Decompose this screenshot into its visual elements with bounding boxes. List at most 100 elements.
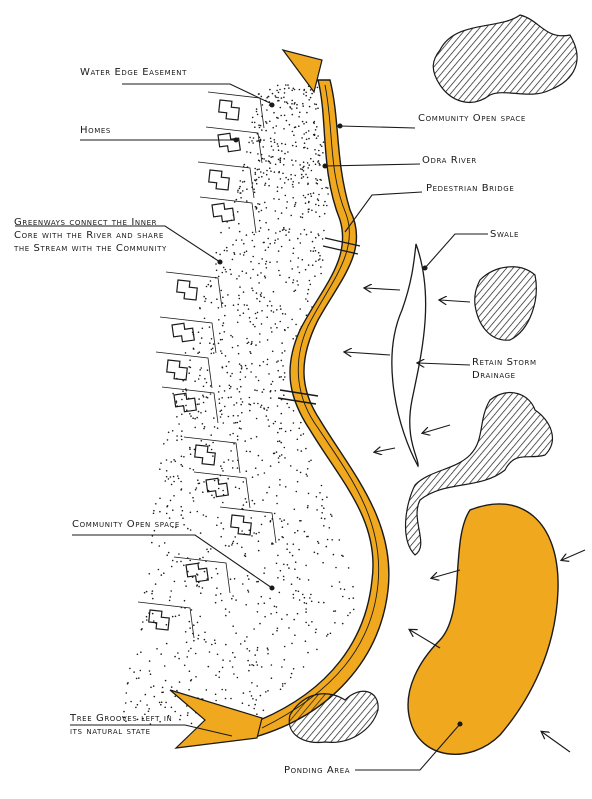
stipple-dot xyxy=(292,186,294,188)
stipple-dot xyxy=(239,188,241,190)
stipple-dot xyxy=(186,656,188,658)
stipple-dot xyxy=(304,597,306,599)
stipple-dot xyxy=(302,213,304,215)
stipple-dot xyxy=(228,545,230,547)
stipple-dot xyxy=(230,273,232,275)
stipple-dot xyxy=(320,266,322,268)
stipple-dot xyxy=(206,382,208,384)
stipple-dot xyxy=(256,108,258,110)
stipple-dot xyxy=(292,282,294,284)
stipple-dot xyxy=(256,292,258,294)
stipple-dot xyxy=(237,422,239,424)
stipple-dot xyxy=(314,103,316,105)
stipple-dot xyxy=(314,552,316,554)
stipple-dot xyxy=(254,704,256,706)
stipple-dot xyxy=(292,181,294,183)
stipple-dot xyxy=(270,138,272,140)
stipple-dot xyxy=(257,649,259,651)
stipple-dot xyxy=(249,451,251,453)
stipple-dot xyxy=(321,505,323,507)
stipple-dot xyxy=(204,301,206,303)
stipple-dot xyxy=(221,397,223,399)
stipple-dot xyxy=(171,484,173,486)
stipple-dot xyxy=(223,422,225,424)
stipple-dot xyxy=(295,590,297,592)
stipple-dot xyxy=(270,521,272,523)
stipple-dot xyxy=(316,496,318,498)
stipple-dot xyxy=(155,583,157,585)
stipple-dot xyxy=(310,594,312,596)
stipple-dot xyxy=(229,660,231,662)
lot-line xyxy=(166,272,222,308)
stipple-dot xyxy=(181,399,183,401)
stipple-dot xyxy=(297,284,299,286)
stipple-dot xyxy=(198,331,200,333)
stipple-dot xyxy=(310,250,312,252)
stipple-dot xyxy=(202,328,204,330)
stipple-dot xyxy=(279,592,281,594)
stipple-dot xyxy=(256,418,258,420)
stipple-dot xyxy=(315,250,317,252)
stipple-dot xyxy=(237,304,239,306)
stipple-dot xyxy=(240,404,242,406)
stipple-dot xyxy=(190,367,192,369)
stipple-dot xyxy=(185,585,187,587)
stipple-dot xyxy=(331,515,333,517)
stipple-dot xyxy=(222,659,224,661)
stipple-dot xyxy=(272,634,274,636)
stipple-dot xyxy=(287,564,289,566)
stipple-dot xyxy=(206,689,208,691)
stipple-dot xyxy=(252,240,254,242)
stipple-dot xyxy=(300,242,302,244)
stipple-dot xyxy=(305,611,307,613)
stipple-dot xyxy=(225,689,227,691)
stipple-dot xyxy=(201,337,203,339)
stipple-dot xyxy=(307,507,309,509)
stipple-dot xyxy=(275,164,277,166)
stipple-dot xyxy=(256,179,258,181)
stipple-dot xyxy=(168,432,170,434)
stipple-dot xyxy=(178,478,180,480)
lot-line xyxy=(206,127,262,163)
stipple-dot xyxy=(198,586,200,588)
stipple-dot xyxy=(257,312,259,314)
stipple-dot xyxy=(174,656,176,658)
stipple-dot xyxy=(275,97,277,99)
stipple-dot xyxy=(285,431,287,433)
stipple-dot xyxy=(275,421,277,423)
stipple-dot xyxy=(224,315,226,317)
stipple-dot xyxy=(289,228,291,230)
stipple-dot xyxy=(170,500,172,502)
stipple-dot xyxy=(277,186,279,188)
stipple-dot xyxy=(291,643,293,645)
stipple-dot xyxy=(276,327,278,329)
stipple-dot xyxy=(281,342,283,344)
stipple-dot xyxy=(255,376,257,378)
stipple-dot xyxy=(284,329,286,331)
stipple-dot xyxy=(281,536,283,538)
stipple-dot xyxy=(291,319,293,321)
stipple-dot xyxy=(237,439,239,441)
stipple-dot xyxy=(255,533,257,535)
stipple-dot xyxy=(189,468,191,470)
stipple-dot xyxy=(178,658,180,660)
stipple-dot xyxy=(284,376,286,378)
stipple-dot xyxy=(146,619,148,621)
stipple-dot xyxy=(295,324,297,326)
stipple-dot xyxy=(277,432,279,434)
stipple-dot xyxy=(260,695,262,697)
stipple-dot xyxy=(280,305,282,307)
stipple-dot xyxy=(238,275,240,277)
stipple-dot xyxy=(193,640,195,642)
stipple-dot xyxy=(263,572,265,574)
stipple-dot xyxy=(269,243,271,245)
stipple-dot xyxy=(289,124,291,126)
stipple-dot xyxy=(127,683,129,685)
stipple-dot xyxy=(253,234,255,236)
stipple-dot xyxy=(237,309,239,311)
stipple-dot xyxy=(285,84,287,86)
stipple-dot xyxy=(259,220,261,222)
stipple-dot xyxy=(242,170,244,172)
stipple-dot xyxy=(189,413,191,415)
stipple-dot xyxy=(284,659,286,661)
